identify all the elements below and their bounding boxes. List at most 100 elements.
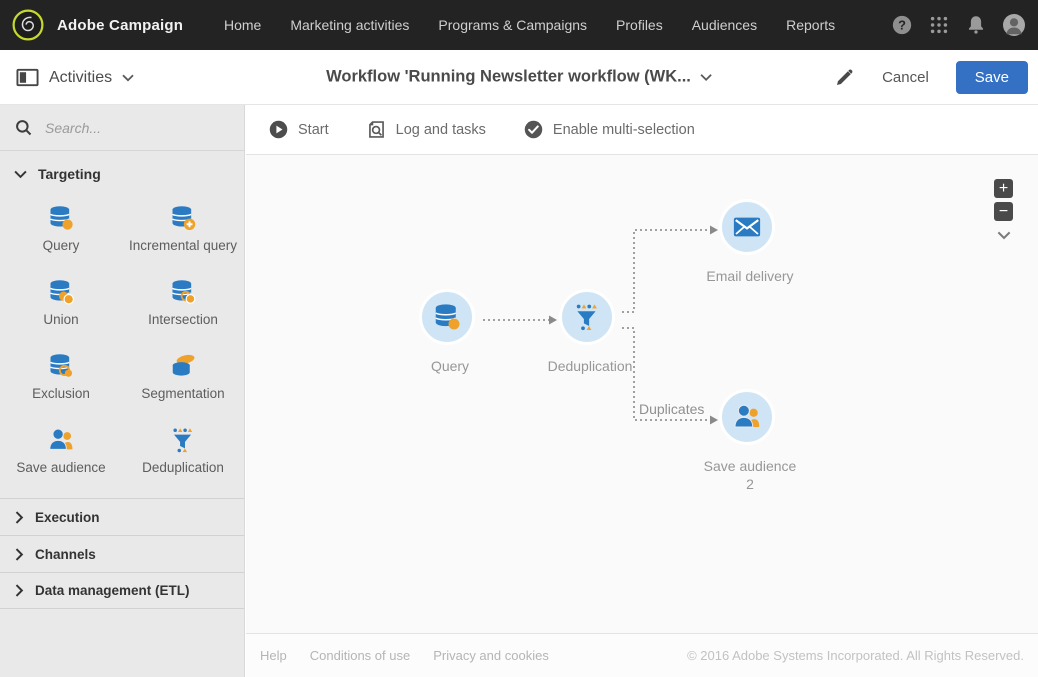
arrowhead-icon [549, 315, 557, 325]
palette-item-label: Incremental query [128, 238, 238, 254]
brand: Adobe Campaign [12, 9, 183, 41]
notifications-icon[interactable] [965, 14, 987, 36]
nav-item-marketing-activities[interactable]: Marketing activities [290, 17, 410, 33]
nav-item-programs-campaigns[interactable]: Programs & Campaigns [438, 17, 588, 33]
segmentation-icon [169, 352, 197, 380]
search-input[interactable] [45, 119, 215, 136]
palette-item-deduplication[interactable]: Deduplication [122, 414, 244, 488]
check-circle-icon [523, 119, 544, 140]
canvas-toolbar: Start Log and tasks Enable multi-selecti… [246, 105, 1038, 155]
email-icon [732, 212, 762, 242]
edge-deduplication-save-audience [622, 327, 710, 421]
node-label-save-audience-2: Save audience 2 [703, 458, 797, 492]
chevron-down-icon[interactable] [997, 231, 1011, 240]
workflow-node-email-delivery[interactable] [719, 199, 775, 255]
footer-link-help[interactable]: Help [260, 648, 287, 663]
targeting-activities-grid: Query Incremental query Union Intersecti… [0, 190, 244, 498]
palette-item-segmentation[interactable]: Segmentation [122, 340, 244, 414]
chevron-down-icon [14, 170, 27, 178]
node-label-deduplication: Deduplication [547, 358, 633, 374]
zoom-out-button[interactable]: − [994, 202, 1013, 221]
sidebar-section-channels[interactable]: Channels [0, 535, 244, 572]
section-label: Channels [35, 546, 96, 562]
workflow-node-deduplication[interactable] [559, 289, 615, 345]
cancel-button[interactable]: Cancel [882, 69, 929, 86]
intersection-icon [169, 278, 197, 306]
top-navigation-bar: Adobe Campaign Home Marketing activities… [0, 0, 1038, 50]
workflow-canvas[interactable]: Duplicates Query Deduplication Email del… [246, 155, 1038, 633]
save-audience-icon [47, 426, 75, 454]
chevron-down-icon [122, 74, 134, 82]
exclusion-icon [47, 352, 75, 380]
palette-item-union[interactable]: Union [0, 266, 122, 340]
workflow-title-dropdown[interactable]: Workflow 'Running Newsletter workflow (W… [326, 68, 712, 87]
footer: Help Conditions of use Privacy and cooki… [246, 633, 1038, 677]
sidebar-section-targeting[interactable]: Targeting [0, 151, 244, 190]
edit-pencil-icon[interactable] [834, 67, 855, 88]
apps-grid-icon[interactable] [928, 14, 950, 36]
sidebar-section-execution[interactable]: Execution [0, 498, 244, 535]
log-and-tasks-button[interactable]: Log and tasks [366, 119, 486, 140]
workflow-node-query[interactable] [419, 289, 475, 345]
palette-item-exclusion[interactable]: Exclusion [0, 340, 122, 414]
multi-selection-toggle[interactable]: Enable multi-selection [523, 119, 695, 140]
nav-item-home[interactable]: Home [224, 17, 262, 33]
top-nav-menu: Home Marketing activities Programs & Cam… [224, 0, 835, 50]
palette-item-intersection[interactable]: Intersection [122, 266, 244, 340]
nav-item-reports[interactable]: Reports [786, 17, 836, 33]
copyright-text: © 2016 Adobe Systems Incorporated. All R… [687, 648, 1024, 663]
palette-item-save-audience[interactable]: Save audience [0, 414, 122, 488]
brand-name: Adobe Campaign [57, 16, 184, 34]
workflow-header-bar: Activities Workflow 'Running Newsletter … [0, 50, 1038, 105]
deduplication-icon [572, 302, 602, 332]
node-label-query: Query [430, 358, 470, 374]
deduplication-icon [169, 426, 197, 454]
edge-label-duplicates: Duplicates [639, 401, 705, 417]
start-button[interactable]: Start [268, 119, 329, 140]
search-icon [14, 118, 34, 138]
save-audience-icon [732, 402, 762, 432]
activities-palette-selector[interactable]: Activities [16, 50, 134, 105]
header-actions: Cancel Save [834, 50, 1030, 105]
palette-item-label: Segmentation [141, 386, 225, 402]
edge-deduplication-email [622, 229, 710, 313]
chevron-right-icon [15, 511, 24, 524]
sidebar-section-data-management[interactable]: Data management (ETL) [0, 572, 244, 609]
activities-sidebar: Targeting Query Incremental query Union … [0, 105, 245, 677]
chevron-right-icon [15, 548, 24, 561]
nav-item-profiles[interactable]: Profiles [616, 17, 663, 33]
arrowhead-icon [710, 415, 718, 425]
top-nav-icons [891, 0, 1026, 50]
workflow-edges [483, 225, 718, 425]
save-button[interactable]: Save [955, 61, 1028, 94]
canvas-zoom-controls: + − [994, 179, 1013, 240]
footer-link-conditions[interactable]: Conditions of use [309, 648, 411, 663]
palette-item-label: Deduplication [142, 460, 224, 476]
palette-item-incremental-query[interactable]: Incremental query [122, 192, 244, 266]
sidebar-search [0, 105, 244, 151]
page-title: Workflow 'Running Newsletter workflow (W… [326, 67, 691, 86]
node-label-email-delivery: Email delivery [706, 268, 794, 284]
adobe-campaign-logo [12, 9, 44, 41]
arrowhead-icon [710, 225, 718, 235]
section-label: Execution [35, 509, 100, 525]
chevron-down-icon [700, 73, 712, 81]
query-icon [432, 302, 462, 332]
nav-item-audiences[interactable]: Audiences [691, 17, 758, 33]
union-icon [47, 278, 75, 306]
palette-item-label: Query [42, 238, 80, 254]
palette-item-label: Exclusion [32, 386, 90, 402]
palette-selector-label: Activities [49, 68, 113, 86]
zoom-in-button[interactable]: + [994, 179, 1013, 198]
help-icon[interactable] [891, 14, 913, 36]
palette-item-label: Intersection [148, 312, 218, 328]
palette-item-label: Save audience [16, 460, 106, 476]
panel-icon [16, 66, 39, 89]
start-label: Start [298, 121, 329, 138]
avatar[interactable] [1002, 13, 1026, 37]
multi-selection-label: Enable multi-selection [552, 121, 695, 138]
workflow-node-save-audience-2[interactable] [719, 389, 775, 445]
palette-item-query[interactable]: Query [0, 192, 122, 266]
incremental-query-icon [169, 204, 197, 232]
footer-link-privacy[interactable]: Privacy and cookies [433, 648, 549, 663]
